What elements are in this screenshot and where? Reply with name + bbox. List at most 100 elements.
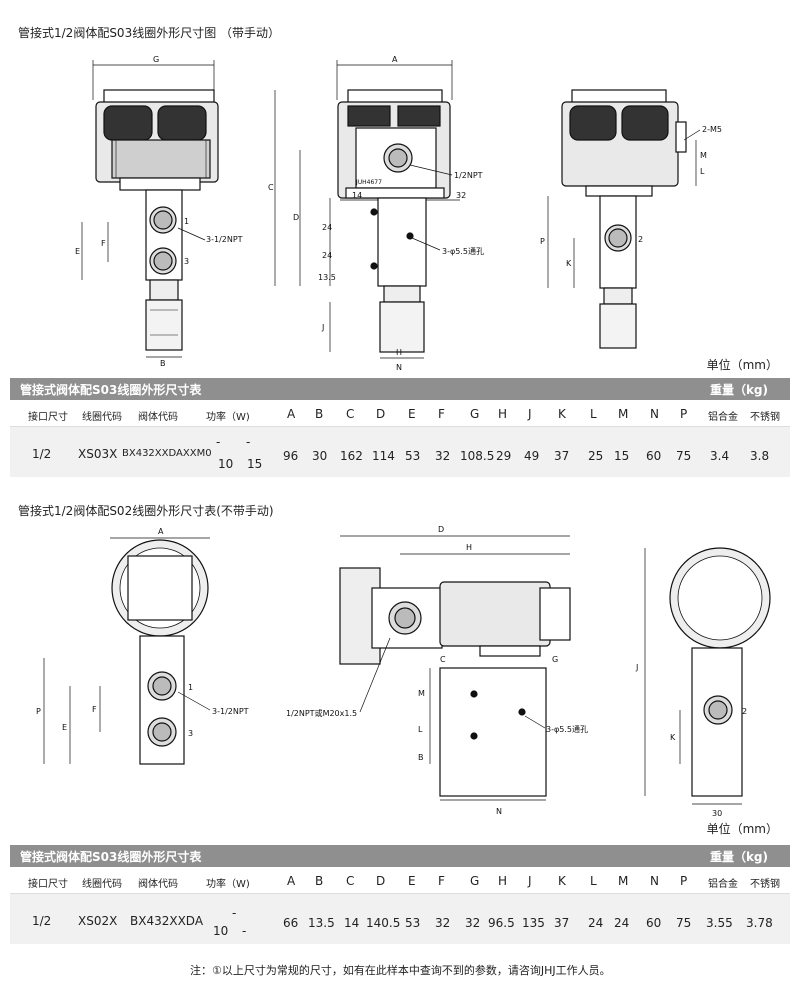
col-d: D bbox=[376, 407, 386, 421]
s2-column-headers: 接口尺寸 线圈代码 阀体代码 功率（W) A B C D E F G H J K… bbox=[10, 871, 790, 891]
s2-val-stainless: 3.78 bbox=[746, 916, 773, 930]
s02-view-side bbox=[339, 535, 571, 801]
val-l: 25 bbox=[588, 449, 604, 463]
port-2-label: 2 bbox=[638, 235, 643, 244]
val-g: 108.5 bbox=[460, 449, 495, 463]
s2-col-n: N bbox=[650, 874, 659, 888]
dim-label-g: G bbox=[153, 55, 159, 64]
s2-col-j: J bbox=[528, 874, 532, 888]
s2-dim-label-j: J bbox=[635, 663, 638, 672]
s2-val-l: 24 bbox=[588, 916, 604, 930]
val-c: 162 bbox=[340, 449, 363, 463]
s2-dim-label-k: K bbox=[670, 733, 676, 742]
s2-val-h: 96.5 bbox=[488, 916, 515, 930]
s2-val-p: 75 bbox=[676, 916, 692, 930]
s1-table-row: 1/2 XS03X BX432XXDAXXM0 - 10 - 15 96 30 … bbox=[10, 426, 790, 477]
dim-24-a: 24 bbox=[322, 223, 332, 232]
s2-val-body-code: BX432XXDA bbox=[130, 914, 204, 928]
col-power: 功率（W) bbox=[206, 412, 250, 423]
val-power-15: 15 bbox=[247, 457, 263, 471]
col-m: M bbox=[618, 407, 629, 421]
val-stainless: 3.8 bbox=[750, 449, 770, 463]
dim-label-p: P bbox=[540, 237, 545, 246]
col-g: G bbox=[470, 407, 480, 421]
s2-val-j: 135 bbox=[522, 916, 545, 930]
col-k: K bbox=[558, 407, 566, 421]
dim-label-f: F bbox=[101, 239, 106, 248]
s2-col-k: K bbox=[558, 874, 566, 888]
val-power-dash-b: - bbox=[246, 435, 251, 449]
s2-dim-label-l: L bbox=[418, 725, 423, 734]
val-n: 60 bbox=[646, 449, 662, 463]
s2-dim-label-c: C bbox=[440, 655, 446, 664]
s2-val-d: 140.5 bbox=[366, 916, 401, 930]
s2-val-k: 37 bbox=[554, 916, 570, 930]
col-coil-code: 线圈代码 bbox=[82, 412, 122, 423]
s2-table-header: 管接式阀体配S03线圈外形尺寸表 重量（kg) bbox=[10, 845, 790, 867]
s2-val-e: 53 bbox=[405, 916, 421, 930]
col-h: H bbox=[498, 407, 508, 421]
s2-col-a: A bbox=[287, 874, 296, 888]
s2-col-c: C bbox=[346, 874, 355, 888]
val-coil-code: XS03X bbox=[78, 447, 118, 461]
s2-dim-label-a: A bbox=[158, 527, 164, 536]
dim-label-e: E bbox=[75, 247, 80, 256]
npt-1-2-callout: 1/2NPT bbox=[454, 171, 483, 180]
dim-label-c: C bbox=[268, 183, 274, 192]
s1-unit-label: 单位（mm） bbox=[706, 358, 778, 372]
s03-view-end bbox=[547, 89, 701, 349]
val-h: 29 bbox=[496, 449, 512, 463]
dim-label-n: N bbox=[396, 363, 402, 370]
dim-label-j: J bbox=[321, 323, 324, 332]
s03-dimension-drawing: G E F B 1 3 3-1/2NPT A C D 14 32 24 24 1… bbox=[75, 55, 722, 370]
s02-view-front bbox=[43, 537, 211, 765]
s2-dim-label-g: G bbox=[552, 655, 558, 664]
s2-col-f: F bbox=[438, 874, 445, 888]
s2-npt-3-1-2-callout: 3-1/2NPT bbox=[212, 707, 249, 716]
dim-32: 32 bbox=[456, 191, 466, 200]
s2-val-c: 14 bbox=[344, 916, 360, 930]
dim-14: 14 bbox=[352, 191, 362, 200]
s2-unit-label: 单位（mm） bbox=[706, 822, 778, 836]
s2-val-port-size: 1/2 bbox=[32, 914, 52, 928]
s03-view-side bbox=[274, 60, 460, 359]
s2-val-aluminium: 3.55 bbox=[706, 916, 733, 930]
s2-dim-label-m: M bbox=[418, 689, 425, 698]
s2-val-n: 60 bbox=[646, 916, 662, 930]
s2-dim-30: 30 bbox=[712, 809, 722, 818]
s1-column-headers: 接口尺寸 线圈代码 阀体代码 功率（W) A B C D E F G H J K… bbox=[10, 404, 790, 424]
val-j: 49 bbox=[524, 449, 540, 463]
s1-weight-label: 重量（kg) bbox=[709, 383, 768, 397]
col-b: B bbox=[315, 407, 324, 421]
col-c: C bbox=[346, 407, 355, 421]
col-j: J bbox=[528, 407, 532, 421]
s2-val-m: 24 bbox=[614, 916, 630, 930]
col-n: N bbox=[650, 407, 659, 421]
col-l: L bbox=[590, 407, 597, 421]
s2-val-coil-code: XS02X bbox=[78, 914, 118, 928]
dim-label-k: K bbox=[566, 259, 572, 268]
val-d: 114 bbox=[372, 449, 395, 463]
col-p: P bbox=[680, 407, 688, 421]
s2-col-body-code: 阀体代码 bbox=[138, 879, 178, 890]
val-power-dash-a: - bbox=[216, 435, 221, 449]
s2-col-b: B bbox=[315, 874, 324, 888]
s2-col-port-size: 接口尺寸 bbox=[28, 879, 68, 890]
s2-col-l: L bbox=[590, 874, 597, 888]
holes-callout: 3-φ5.5通孔 bbox=[442, 246, 484, 256]
dim-label-d: D bbox=[293, 213, 299, 222]
val-p: 75 bbox=[676, 449, 692, 463]
s2-dim-label-e: E bbox=[62, 723, 67, 732]
val-power-10: 10 bbox=[218, 457, 234, 471]
s2-col-aluminium: 铝合金 bbox=[708, 879, 738, 890]
m5-callout: 2-M5 bbox=[702, 125, 722, 134]
val-m: 15 bbox=[614, 449, 630, 463]
s2-dim-label-b: B bbox=[418, 753, 424, 762]
s2-port-3-label: 3 bbox=[188, 729, 193, 738]
s03-view-front bbox=[81, 60, 219, 358]
col-f: F bbox=[438, 407, 445, 421]
s2-dim-label-d: D bbox=[438, 525, 444, 534]
col-body-code: 阀体代码 bbox=[138, 412, 178, 423]
s2-col-m: M bbox=[618, 874, 629, 888]
s2-table-title: 管接式阀体配S03线圈外形尺寸表 bbox=[20, 850, 202, 864]
